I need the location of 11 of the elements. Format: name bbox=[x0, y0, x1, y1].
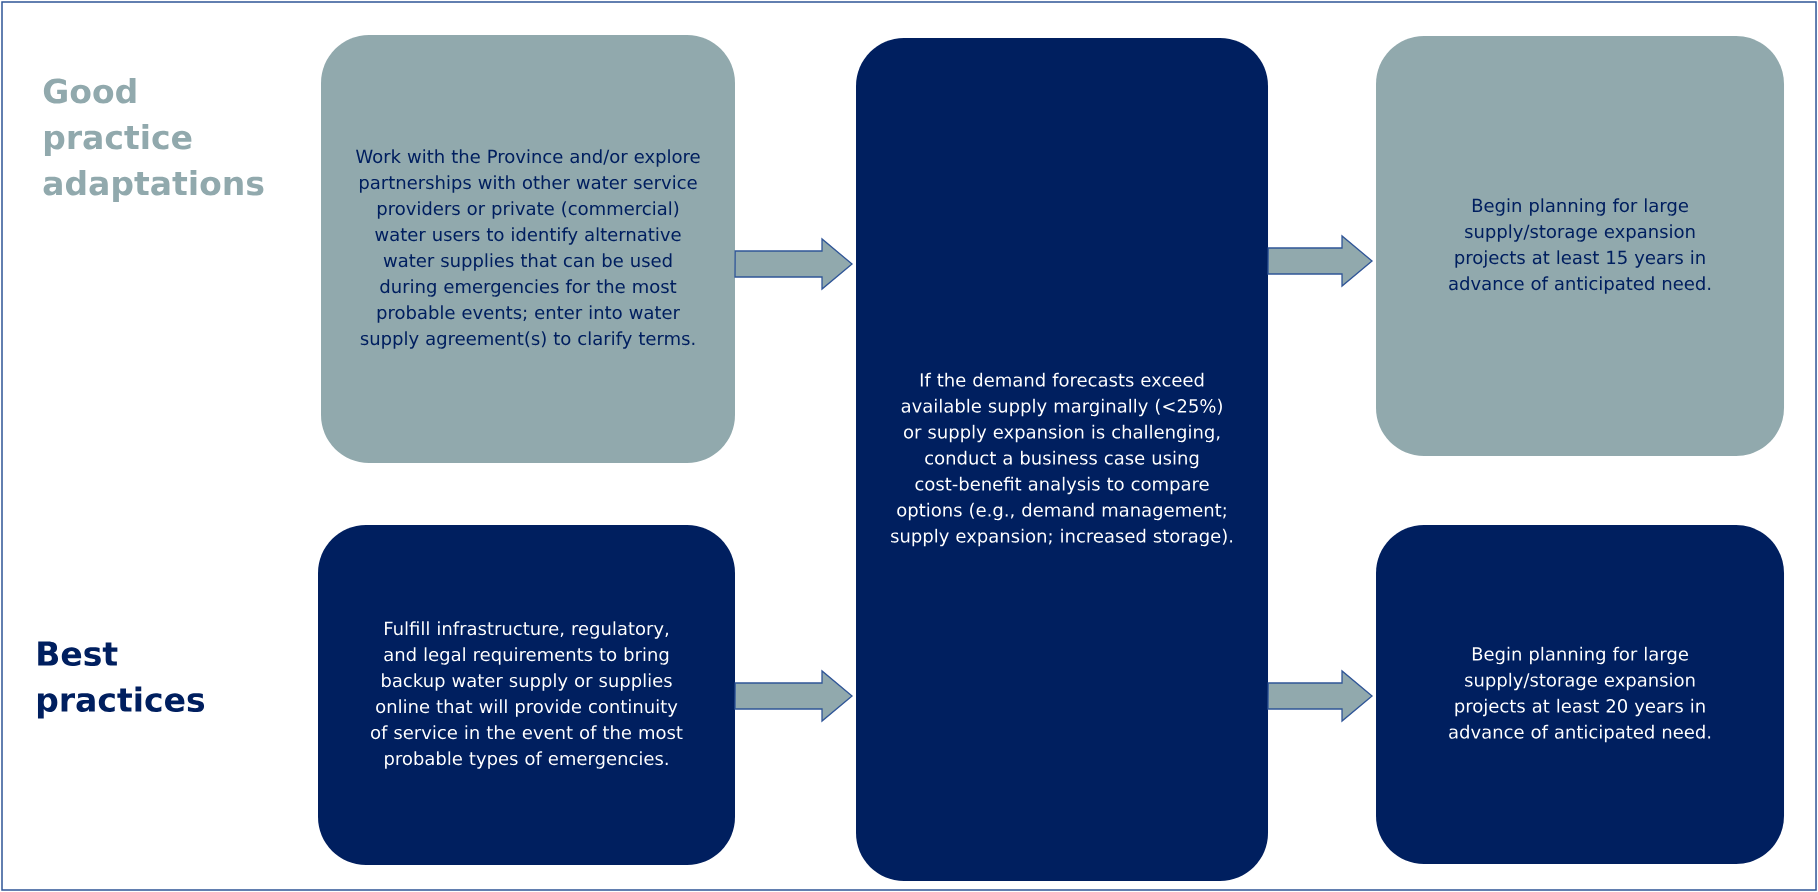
process-box: Work with the Province and/or explore partnerships with other water service providers or private (commercial) water users to identify alternative water supplies that can be used during emergencies for the most probable events; enter into water supply agreement(s) to clarify terms. bbox=[321, 35, 735, 463]
block-arrow bbox=[1267, 669, 1374, 723]
process-box: Begin planning for large supply/storage expansion projects at least 15 years in advance of anticipated need. bbox=[1376, 36, 1784, 456]
side-label: Good practice adaptations bbox=[43, 78, 264, 202]
block-arrow bbox=[734, 237, 854, 291]
block-arrow bbox=[734, 669, 854, 723]
block-arrow bbox=[1267, 234, 1374, 288]
side-label: Best practices bbox=[38, 641, 205, 719]
process-box: Fulfill infrastructure, regulatory, and legal requirements to bring backup water supply or supplies online that will provide continuity of service in the event of the most probable types of emergencies. bbox=[318, 525, 735, 865]
process-box: If the demand forecasts exceed available supply marginally (<25%) or supply expansion is challenging, conduct a business case using cost-benefit analysis to compare options (e.g., demand management; supply expansion; increased storage). bbox=[856, 38, 1268, 881]
process-box: Begin planning for large supply/storage expansion projects at least 20 years in advance of anticipated need. bbox=[1376, 525, 1784, 864]
